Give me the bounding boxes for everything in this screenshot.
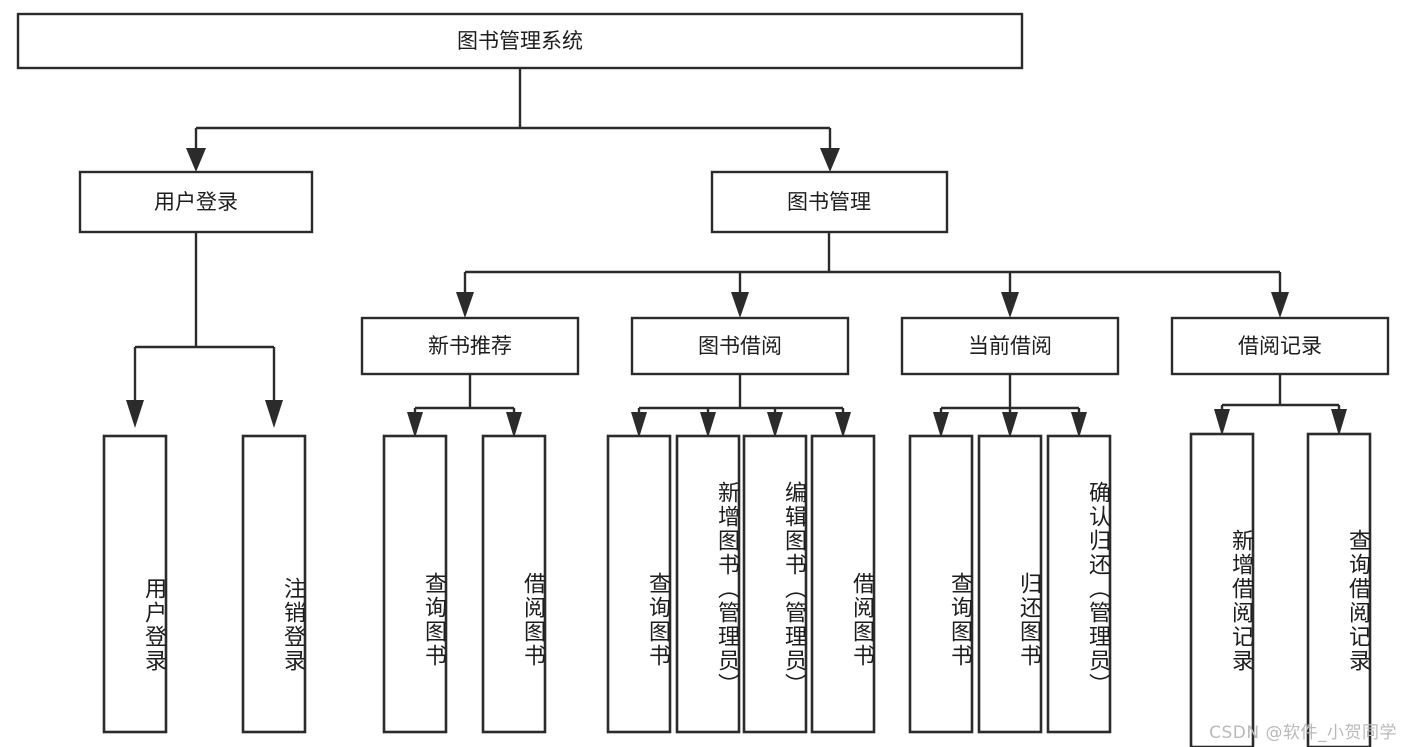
leaf-box-query-book-borrow[interactable]	[606, 434, 672, 734]
new-book-recommend-label: 新书推荐	[428, 334, 512, 358]
current-borrow-label: 当前借阅	[968, 334, 1052, 358]
connector-book-borrow-to-leaves	[631, 374, 851, 438]
node-user-login[interactable]: 用户登录	[78, 170, 314, 234]
leaf-box-add-book-admin[interactable]	[675, 434, 741, 734]
root-box[interactable]	[16, 12, 1024, 70]
arrow-head-icon	[1001, 292, 1019, 318]
connector-current-borrow-to-leaves	[933, 374, 1087, 438]
arrow-head-icon	[1071, 412, 1087, 438]
arrow-head-icon	[1002, 412, 1018, 438]
book-borrow-label: 图书借阅	[698, 334, 782, 358]
arrow-head-icon	[186, 148, 206, 172]
leaf-box-return-book[interactable]	[977, 434, 1043, 734]
connector-user-login-to-leaves	[126, 232, 283, 428]
arrow-head-icon	[767, 412, 783, 438]
leaf-box-borrow-book-recommend[interactable]	[481, 434, 547, 734]
node-root[interactable]: 图书管理系统	[16, 12, 1024, 70]
borrow-record-label: 借阅记录	[1238, 334, 1322, 358]
arrow-head-icon	[835, 412, 851, 438]
node-current-borrow[interactable]: 当前借阅	[900, 316, 1120, 376]
book-management-label: 图书管理	[787, 190, 871, 214]
arrow-head-icon	[506, 412, 522, 438]
leaf-box-confirm-return-admin[interactable]	[1046, 434, 1112, 734]
arrow-head-icon	[456, 292, 474, 318]
leaf-box-edit-book-admin[interactable]	[742, 434, 808, 734]
root-label: 图书管理系统	[457, 29, 583, 53]
node-borrow-record[interactable]: 借阅记录	[1170, 316, 1390, 376]
arrow-head-icon	[1331, 409, 1347, 436]
arrow-head-icon	[1214, 409, 1230, 436]
arrow-head-icon	[731, 292, 749, 318]
leaf-box-query-book-current[interactable]	[908, 434, 974, 734]
user-login-box[interactable]	[78, 170, 314, 234]
leaf-box-query-borrow-record[interactable]	[1306, 432, 1372, 747]
new-book-recommend-box[interactable]	[360, 316, 580, 376]
arrow-head-icon	[631, 412, 647, 438]
arrow-head-icon	[407, 412, 423, 438]
leaf-box-logout[interactable]	[241, 434, 307, 734]
connector-borrow-record-to-leaves	[1214, 374, 1347, 436]
arrow-head-icon	[933, 412, 949, 438]
connector-new-book-recommend-to-leaves	[407, 374, 522, 438]
arrow-head-icon	[1271, 292, 1289, 318]
arrow-head-icon	[126, 400, 144, 428]
user-login-label: 用户登录	[154, 190, 238, 214]
node-new-book-recommend[interactable]: 新书推荐	[360, 316, 580, 376]
connector-book-management-to-level3	[456, 232, 1289, 318]
current-borrow-box[interactable]	[900, 316, 1120, 376]
node-book-borrow[interactable]: 图书借阅	[630, 316, 850, 376]
node-book-management[interactable]: 图书管理	[710, 170, 949, 234]
leaf-box-add-borrow-record[interactable]	[1189, 432, 1255, 747]
connector-root-to-level2	[186, 68, 840, 172]
arrow-head-icon	[700, 412, 716, 438]
arrow-head-icon	[265, 400, 283, 428]
leaf-box-user-login[interactable]	[102, 434, 168, 734]
arrow-head-icon	[820, 148, 840, 172]
leaf-box-borrow-book[interactable]	[810, 434, 876, 734]
leaf-box-query-book-recommend[interactable]	[382, 434, 448, 734]
